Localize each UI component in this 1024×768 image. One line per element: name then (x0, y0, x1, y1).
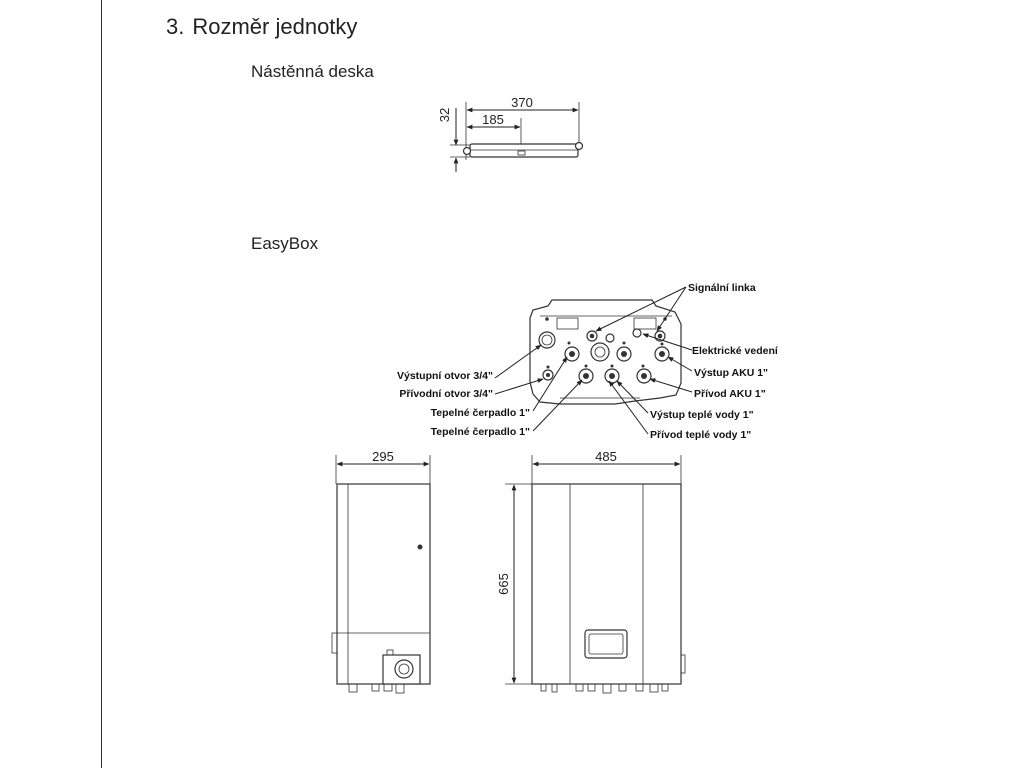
callout-hot-water-in: Přívod teplé vody 1" (650, 429, 751, 441)
easybox-front-view: 485 665 (496, 449, 686, 694)
dim-185: 185 (482, 112, 504, 127)
callout-aku-out: Výstup AKU 1" (694, 367, 768, 379)
section-heading: 3. Rozměr jednotky (166, 14, 357, 40)
callout-signal-line: Signální linka (688, 282, 756, 294)
callout-hot-water-out: Výstup teplé vody 1" (650, 409, 754, 421)
callout-aku-in: Přívod AKU 1" (694, 388, 766, 400)
easybox-title: EasyBox (251, 234, 319, 253)
callout-electrical: Elektrické vedení (692, 345, 779, 357)
section-title: Rozměr jednotky (192, 14, 358, 39)
left-margin-rule (101, 0, 102, 768)
dim-370: 370 (511, 95, 533, 110)
easybox-side-view: 295 (331, 449, 431, 694)
callout-heat-pump-1: Tepelné čerpadlo 1" (431, 407, 530, 419)
callout-inlet-port: Přívodní otvor 3/4" (399, 388, 493, 400)
dim-665: 665 (496, 573, 511, 595)
section-number: 3. (166, 14, 185, 39)
wall-plate-title: Nástěnná deska (251, 62, 374, 81)
dim-485: 485 (595, 449, 617, 464)
callout-heat-pump-2: Tepelné čerpadlo 1" (431, 426, 530, 438)
dim-295: 295 (372, 449, 394, 464)
callout-outlet-port: Výstupní otvor 3/4" (397, 370, 493, 382)
easybox-bottom-view (529, 299, 682, 405)
dim-32: 32 (437, 108, 452, 122)
wall-plate-drawing: 370 185 32 (437, 95, 584, 172)
callout-leaders (494, 286, 693, 435)
